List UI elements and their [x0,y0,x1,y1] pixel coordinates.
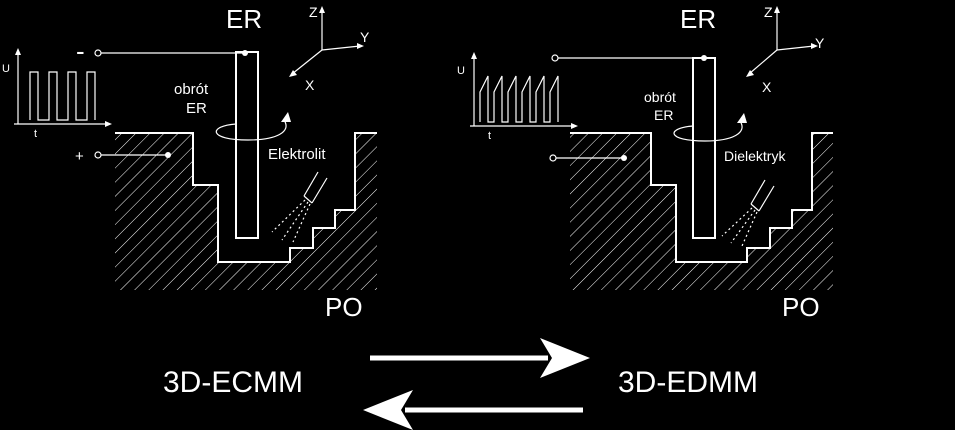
edmm-electrode-contact [701,55,707,61]
ecmm-electrode [235,51,259,239]
ecmm-rotation-label-2: ER [186,100,207,117]
ecmm-axes [289,6,364,77]
ecmm-electrode-contact [242,50,248,56]
edmm-nozzle [721,179,775,247]
edmm-axis-y: Y [815,35,825,51]
ecmm-axis-y: Y [360,29,370,45]
edmm-fluid-label: Dielektryk [724,148,786,164]
ecmm-plus-sign: + [75,148,84,165]
ecmm-pulse-graph [14,48,112,127]
ecmm-cavity-outline [115,132,377,263]
ecmm-minus-sign: - [76,36,85,66]
process-arrows [363,338,590,430]
ecmm-workpiece [115,133,377,290]
edmm-rotation-label-2: ER [654,107,673,123]
edmm-cavity-outline [570,132,833,263]
edmm-workpiece [570,133,833,290]
ecmm-electrode-label: ER [226,4,262,34]
edmm-signal-u: U [457,65,465,77]
edmm-terminal-bottom [549,154,557,162]
edmm-rotation-label-1: obrót [644,89,676,105]
process-label-ecmm: 3D-ECMM [163,366,303,399]
ecmm-negative-terminal [94,49,102,57]
ecmm-signal-u: U [2,63,10,75]
ecmm-axis-z: Z [309,4,318,20]
edmm-rotation-arrow [673,120,743,142]
edmm-rotation-arrowhead [737,113,747,123]
edmm-axes [746,6,818,77]
edmm-axis-z: Z [764,4,773,20]
edmm-diagram: ER PO obrót ER Dielektryk Z Y X U t [457,4,833,322]
backward-arrowhead [363,390,413,430]
process-label-edmm: 3D-EDMM [618,366,758,399]
edmm-terminal-top [551,54,559,62]
ecmm-workpiece-label: PO [325,292,363,322]
ecmm-rotation-arrow [215,119,287,141]
ecmm-rotation-label-1: obrót [174,81,209,98]
forward-arrowhead [540,338,590,378]
edmm-workpiece-contact [621,155,627,161]
ecmm-diagram: ER PO obrót ER Elektrolit Z Y X U t - + [2,4,377,322]
edmm-signal-t: t [488,130,491,142]
ecmm-fluid-label: Elektrolit [268,146,326,163]
edmm-pulse-graph [470,52,578,129]
ecmm-nozzle [271,171,328,243]
ecmm-positive-terminal [94,151,102,159]
edmm-electrode-label: ER [680,4,716,34]
ecmm-signal-t: t [34,128,37,140]
ecmm-axis-x: X [305,77,315,93]
edmm-electrode [692,57,716,239]
ecmm-rotation-arrowhead [281,112,291,122]
edmm-axis-x: X [762,79,772,95]
edmm-workpiece-label: PO [782,292,820,322]
ecmm-workpiece-contact [165,152,171,158]
